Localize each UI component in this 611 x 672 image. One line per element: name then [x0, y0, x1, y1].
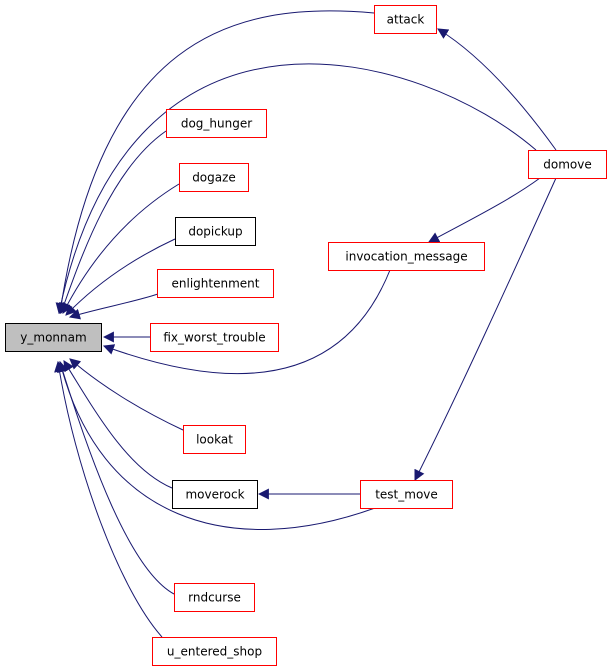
node-invocation-message[interactable]: invocation_message	[328, 242, 485, 271]
node-y-monnam[interactable]: y_monnam	[5, 323, 102, 352]
node-dopickup[interactable]: dopickup	[175, 217, 256, 246]
node-label: y_monnam	[20, 331, 86, 345]
node-test-move[interactable]: test_move	[360, 480, 453, 509]
node-label: dopickup	[188, 225, 242, 239]
node-box	[328, 242, 485, 271]
node-label: enlightenment	[172, 277, 260, 291]
edge-dogaze-to-y_monnam	[62, 183, 180, 314]
edge-dog_hunger-to-y_monnam	[59, 130, 167, 315]
edge-test_move-to-y_monnam	[57, 360, 376, 530]
edge-enlightenment-to-y_monnam	[68, 293, 159, 320]
node-dogaze[interactable]: dogaze	[179, 163, 249, 192]
node-label: test_move	[375, 488, 438, 502]
edge-lookat-to-y_monnam	[69, 358, 184, 431]
node-label: attack	[387, 13, 425, 27]
node-attack[interactable]: attack	[374, 5, 437, 34]
edge-invocation_message-to-y_monnam	[102, 269, 391, 375]
node-enlightenment[interactable]: enlightenment	[157, 269, 274, 298]
node-label: domove	[543, 158, 591, 172]
edges-layer	[54, 10, 557, 638]
node-label: dog_hunger	[181, 117, 252, 131]
node-label: moverock	[185, 488, 244, 502]
node-box	[183, 425, 246, 454]
node-box	[150, 323, 279, 352]
node-box	[175, 217, 256, 246]
node-label: u_entered_shop	[167, 645, 262, 659]
edge-domove-to-test_move	[414, 177, 557, 481]
edge-rndcurse-to-y_monnam	[57, 360, 175, 595]
node-box	[179, 163, 249, 192]
node-dog-hunger[interactable]: dog_hunger	[166, 109, 267, 138]
node-box	[528, 150, 607, 179]
node-domove[interactable]: domove	[528, 150, 607, 179]
edge-attack-to-y_monnam	[55, 10, 375, 315]
node-label: fix_worst_trouble	[163, 331, 265, 345]
node-lookat[interactable]: lookat	[183, 425, 246, 454]
node-box	[157, 269, 274, 298]
node-label: rndcurse	[188, 591, 241, 605]
node-box	[374, 5, 437, 34]
edge-domove-to-y_monnam	[55, 63, 537, 315]
node-box	[152, 637, 277, 666]
edge-domove-to-attack	[437, 28, 557, 151]
node-label: dogaze	[192, 171, 236, 185]
edge-dopickup-to-y_monnam	[65, 238, 176, 316]
node-box	[360, 480, 453, 509]
node-label: lookat	[196, 433, 233, 447]
node-box	[172, 480, 258, 509]
node-box	[174, 583, 255, 612]
node-box	[5, 323, 102, 352]
node-label: invocation_message	[345, 250, 467, 264]
node-rndcurse[interactable]: rndcurse	[174, 583, 255, 612]
node-moverock[interactable]: moverock	[172, 480, 258, 509]
node-fix-worst-trouble[interactable]: fix_worst_trouble	[150, 323, 279, 352]
node-u-entered-shop[interactable]: u_entered_shop	[152, 637, 277, 666]
edge-moverock-to-y_monnam	[63, 360, 173, 489]
edge-domove-to-invocation_message	[428, 177, 541, 243]
edge-u_entered_shop-to-y_monnam	[54, 360, 163, 638]
node-box	[166, 109, 267, 138]
